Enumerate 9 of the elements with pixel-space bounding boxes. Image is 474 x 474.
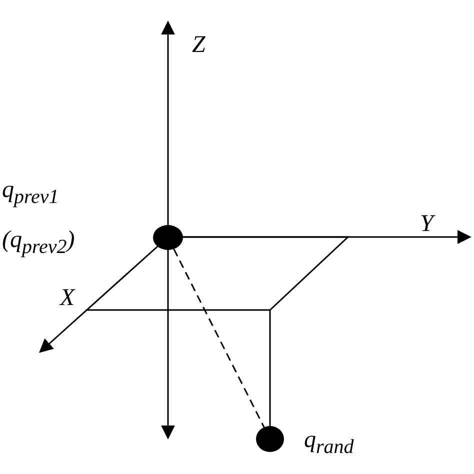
point-label: q$_{rand}$: [304, 428, 354, 457]
connector-line: [173, 248, 265, 428]
point-dot: [256, 426, 284, 452]
axis-label: X: [60, 286, 75, 310]
point-label: (q$_{prev2}$): [2, 228, 75, 257]
axis-label: Z: [192, 33, 206, 57]
point-dot: [153, 225, 183, 250]
axis-label: Y: [420, 212, 434, 236]
point-label: q$_{prev1}$: [2, 178, 59, 207]
